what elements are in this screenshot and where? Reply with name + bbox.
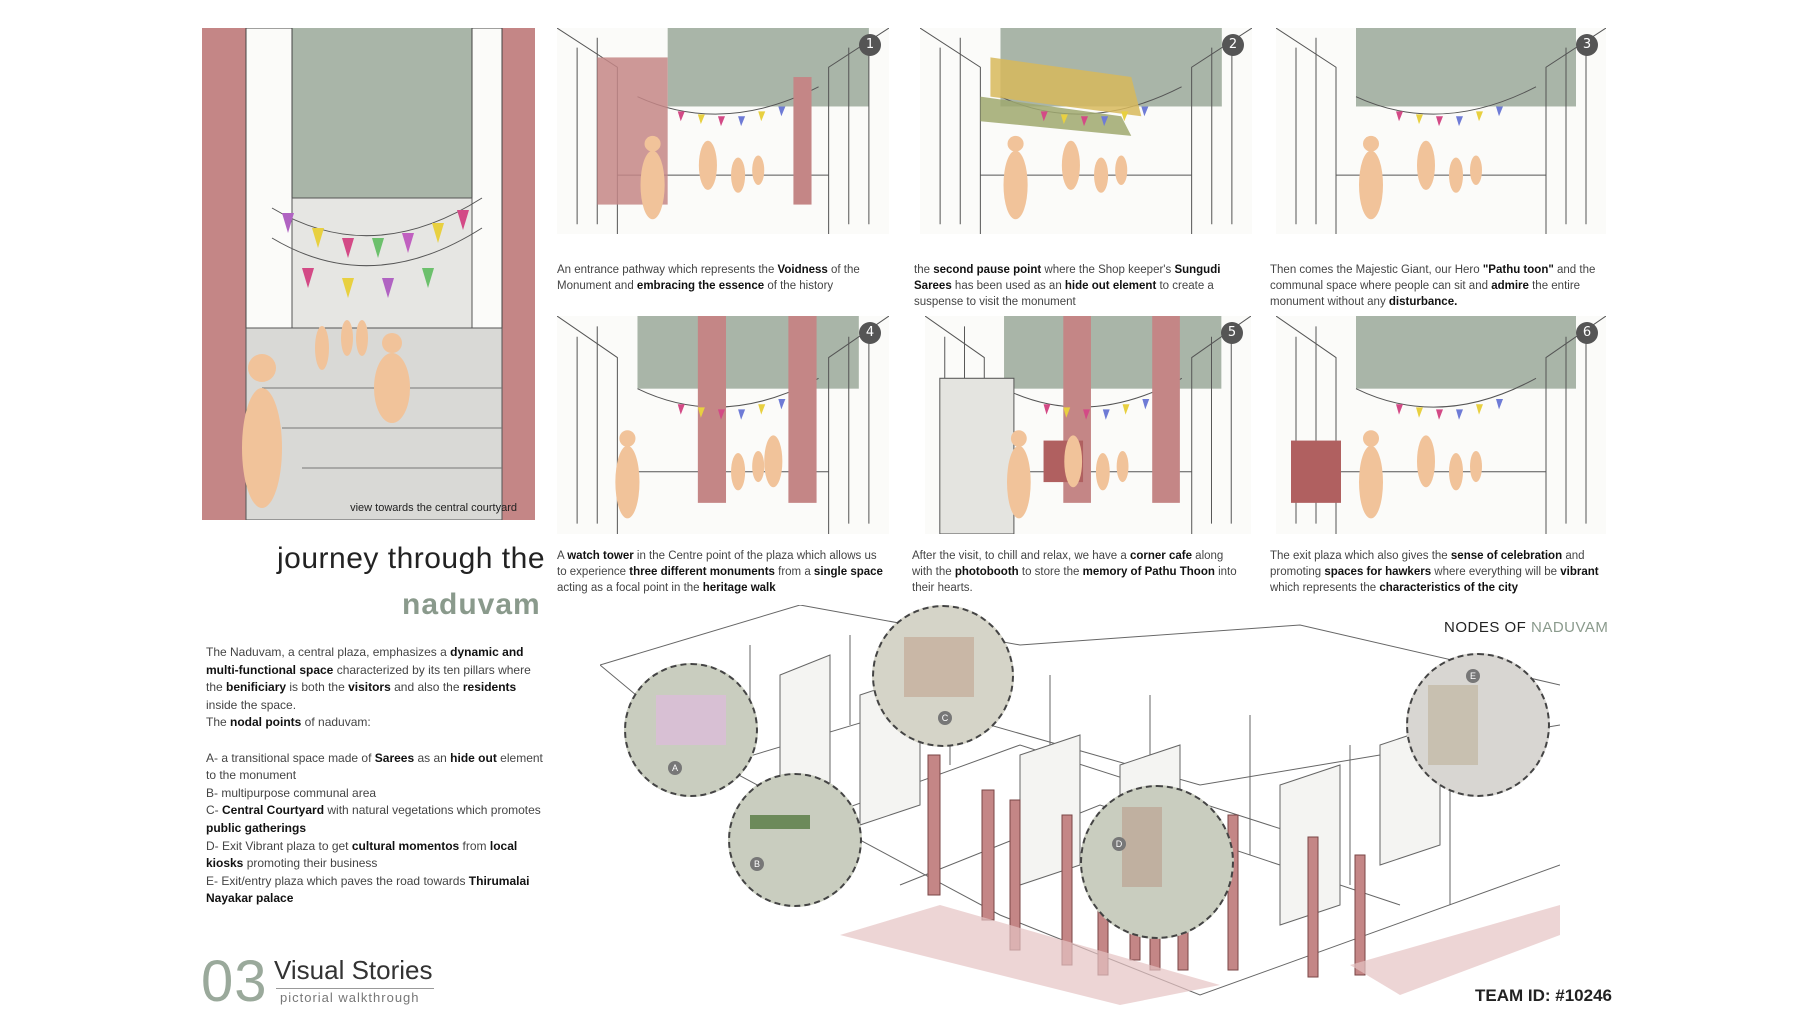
description-line: B- multipurpose communal area <box>206 785 377 800</box>
node-circle-a: A <box>624 663 758 797</box>
panel-caption-5: After the visit, to chill and relax, we … <box>912 550 1237 594</box>
panel-number-2: 2 <box>1222 34 1244 56</box>
panel-sketch-1: 1 <box>557 28 889 234</box>
panel-caption-4: A watch tower in the Centre point of the… <box>557 550 883 594</box>
panel-illustration <box>920 28 1252 234</box>
panel-number-5: 5 <box>1221 322 1243 344</box>
panel-sketch-5: 5 <box>925 316 1251 534</box>
node-label-d: D <box>1112 837 1126 851</box>
panel-caption-3: Then comes the Majestic Giant, our Hero … <box>1270 264 1596 308</box>
hero-caption: view towards the central courtyard <box>350 502 517 514</box>
node-circle-c: C <box>872 605 1014 747</box>
hero-illustration <box>202 28 535 520</box>
node-circle-b: B <box>728 773 862 907</box>
footer-divider <box>276 988 434 989</box>
footer-number: 03 <box>201 949 268 1014</box>
node-circle-d: D <box>1080 785 1234 939</box>
description-line: A- a transitional space made of Sarees a… <box>206 750 543 783</box>
node-label-c: C <box>938 711 952 725</box>
node-label-e: E <box>1466 669 1480 683</box>
panel-number-6: 6 <box>1576 322 1598 344</box>
description: The Naduvam, a central plaza, emphasizes… <box>206 644 546 908</box>
node-label-a: A <box>668 761 682 775</box>
description-line: The nodal points of naduvam: <box>206 715 371 730</box>
nodes-title: NODES OF NADUVAM <box>1444 619 1608 636</box>
panel-number-1: 1 <box>859 34 881 56</box>
panel-sketch-2: 2 <box>920 28 1252 234</box>
panel-illustration <box>557 316 889 534</box>
nodes-title-prefix: NODES OF <box>1444 619 1532 636</box>
description-line <box>206 732 546 750</box>
description-line: The Naduvam, a central plaza, emphasizes… <box>206 645 531 712</box>
team-id: TEAM ID: #10246 <box>1475 986 1612 1005</box>
heading-line1: journey through the <box>277 542 546 575</box>
node-label-b: B <box>750 857 764 871</box>
panel-illustration <box>1276 316 1606 534</box>
description-line: C- Central Courtyard with natural vegeta… <box>206 803 541 835</box>
panel-caption-2: the second pause point where the Shop ke… <box>914 264 1221 308</box>
panel-caption-6: The exit plaza which also gives the sens… <box>1270 550 1599 594</box>
hero-sketch: view towards the central courtyard <box>202 28 535 520</box>
footer-subtitle: pictorial walkthrough <box>280 990 420 1005</box>
nodes-title-accent: NADUVAM <box>1531 619 1609 636</box>
panel-caption-1: An entrance pathway which represents the… <box>557 264 860 292</box>
panel-sketch-6: 6 <box>1276 316 1606 534</box>
panel-illustration <box>1276 28 1606 234</box>
panel-number-3: 3 <box>1576 34 1598 56</box>
description-line: E- Exit/entry plaza which paves the road… <box>206 873 530 906</box>
panel-number-4: 4 <box>859 322 881 344</box>
node-circle-e: E <box>1406 653 1550 797</box>
panel-illustration <box>557 28 889 234</box>
heading-line2: naduvam <box>402 588 541 621</box>
panel-illustration <box>925 316 1251 534</box>
footer-title: Visual Stories <box>274 955 433 985</box>
description-line: D- Exit Vibrant plaza to get cultural mo… <box>206 838 518 871</box>
panel-sketch-4: 4 <box>557 316 889 534</box>
panel-sketch-3: 3 <box>1276 28 1606 234</box>
axonometric-diagram: A B C D E <box>599 604 1561 1005</box>
